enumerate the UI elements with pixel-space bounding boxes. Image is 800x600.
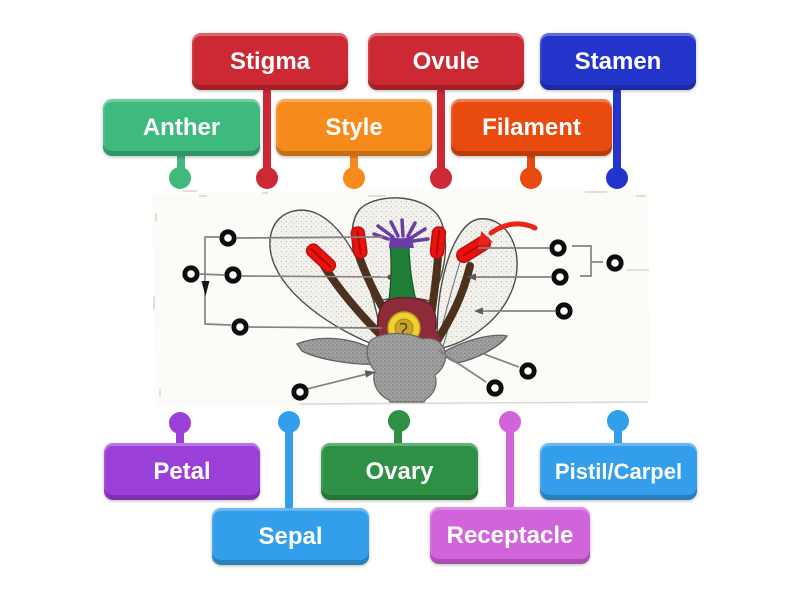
- label-pin-7[interactable]: [606, 254, 624, 272]
- label-chip-sepal[interactable]: Sepal: [212, 508, 369, 565]
- label-pin-2[interactable]: [182, 265, 200, 283]
- stamen-connector-dot: [606, 167, 628, 189]
- right-sepal: [441, 334, 509, 364]
- label-chip-ovule[interactable]: Ovule: [368, 33, 524, 90]
- filament-connector-stem: [527, 152, 535, 172]
- stigma-connector-dot: [256, 167, 278, 189]
- label-pin-5[interactable]: [291, 383, 309, 401]
- style-connector-stem: [350, 152, 358, 172]
- label-chip-stigma[interactable]: Stigma: [192, 33, 348, 90]
- drop-targets: [182, 229, 624, 401]
- anther-connector-stem: [177, 152, 185, 172]
- anther-connector-dot: [169, 167, 191, 189]
- label-pin-6[interactable]: [549, 239, 567, 257]
- stigma-connector-stem: [263, 88, 271, 172]
- petal-connector-dot: [169, 412, 191, 434]
- label-pin-8[interactable]: [551, 268, 569, 286]
- stamen-connector-stem: [613, 88, 621, 172]
- label-chip-receptacle[interactable]: Receptacle: [430, 507, 590, 564]
- style-connector-dot: [343, 167, 365, 189]
- annotation-arrowheads: [201, 273, 483, 378]
- sepal-connector-stem: [285, 428, 293, 510]
- sepal-connector-dot: [278, 411, 300, 433]
- receptacle-connector-dot: [499, 411, 521, 433]
- label-chip-pistil-carpel[interactable]: Pistil/Carpel: [540, 443, 697, 500]
- filament-connector-dot: [520, 167, 542, 189]
- ovule-connector-dot: [430, 167, 452, 189]
- pistil-connector-dot: [607, 410, 629, 432]
- label-pin-9[interactable]: [555, 302, 573, 320]
- label-chip-stamen[interactable]: Stamen: [540, 33, 696, 90]
- label-pin-10[interactable]: [519, 362, 537, 380]
- label-pin-11[interactable]: [486, 379, 504, 397]
- label-chip-style[interactable]: Style: [276, 99, 432, 156]
- receptacle-part: [366, 332, 447, 403]
- label-chip-ovary[interactable]: Ovary: [321, 443, 478, 500]
- pistil-connector-stem: [614, 426, 622, 446]
- receptacle-connector-stem: [506, 428, 514, 509]
- stigma-part: [372, 218, 430, 248]
- ovule-connector-stem: [437, 88, 445, 172]
- ovary-connector-stem: [394, 426, 402, 446]
- label-chip-filament[interactable]: Filament: [451, 99, 612, 156]
- label-chip-anther[interactable]: Anther: [103, 99, 260, 156]
- label-chip-petal[interactable]: Petal: [104, 443, 260, 500]
- annotation-lines: [199, 236, 603, 390]
- red-arrow-annotation: [478, 221, 538, 246]
- label-pin-3[interactable]: [224, 266, 242, 284]
- ovary-connector-dot: [388, 410, 410, 432]
- label-pin-4[interactable]: [231, 318, 249, 336]
- label-pin-1[interactable]: [219, 229, 237, 247]
- petal-connector-stem: [176, 428, 184, 446]
